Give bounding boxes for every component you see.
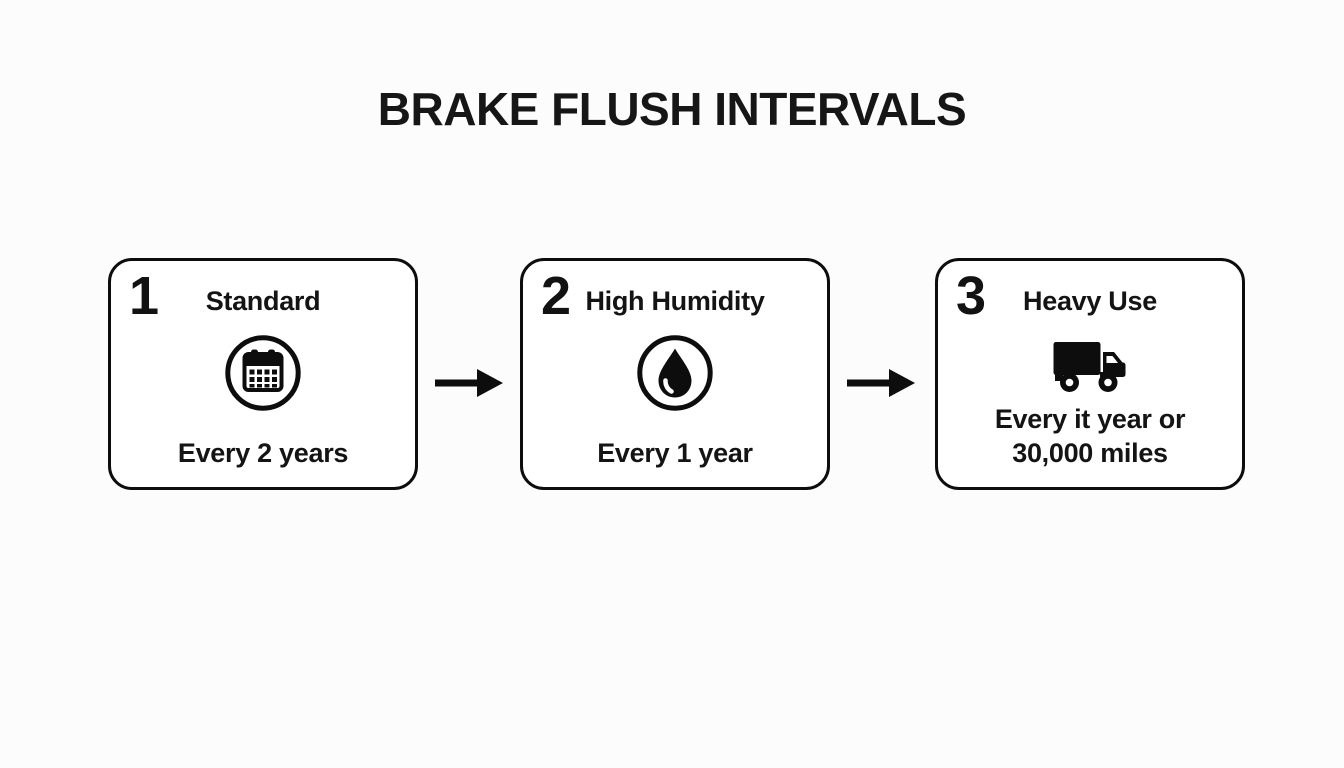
step-title: Standard: [205, 286, 321, 316]
step-card-heavy-use: 3 Heavy Use Every it year or 30,000 mile…: [935, 258, 1245, 490]
step-number: 3: [956, 266, 987, 326]
step-interval-line-2: 30,000 miles: [1012, 438, 1168, 468]
step-interval: Every 1 year: [597, 438, 753, 468]
step-card-standard: 1 Standard: [108, 258, 418, 490]
calendar-icon: [223, 333, 303, 413]
truck-icon: [1052, 341, 1128, 393]
step-title: High Humidity: [585, 286, 765, 316]
step-title: Heavy Use: [1023, 286, 1157, 316]
water-drop-icon: [635, 333, 715, 413]
step-interval-line-1: Every it year or: [994, 404, 1186, 434]
step-interval: Every 2 years: [177, 438, 349, 468]
step-interval: Every it year or 30,000 miles: [938, 402, 1242, 470]
step-number: 1: [129, 266, 160, 326]
page-title: BRAKE FLUSH INTERVALS: [377, 83, 967, 135]
step-number: 2: [541, 266, 572, 326]
arrow-right-icon: [845, 365, 915, 401]
arrow-right-icon: [433, 365, 503, 401]
step-card-high-humidity: 2 High Humidity Every 1 year: [520, 258, 830, 490]
